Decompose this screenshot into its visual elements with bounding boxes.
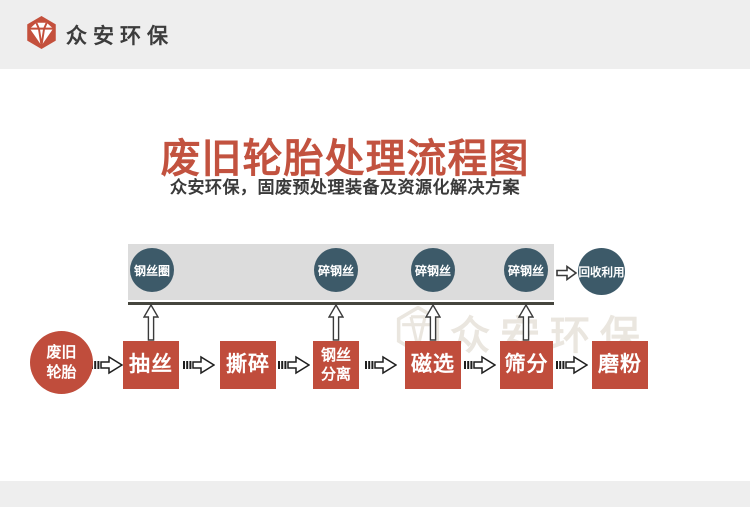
process-step: 筛分 (500, 341, 553, 389)
process-step-label: 磁选 (411, 353, 455, 377)
process-step-label: 抽丝 (129, 353, 173, 377)
page-subtitle: 众安环保，固废预处理装备及资源化解决方案 (170, 178, 520, 197)
brand-name: 众安环保 (66, 24, 174, 48)
source-label-line: 废旧 (46, 344, 77, 361)
flow-arrow-icon (278, 355, 311, 380)
byproduct-node: 碎钢丝 (314, 248, 358, 292)
process-step: 抽丝 (123, 341, 179, 389)
process-step-label: 撕碎 (226, 353, 270, 377)
page-title: 废旧轮胎处理流程图 (160, 137, 530, 181)
byproduct-label: 钢丝圈 (133, 263, 170, 278)
flow-arrow-icon (91, 355, 124, 380)
byproduct-node: 钢丝圈 (130, 248, 174, 292)
header-band (0, 0, 750, 69)
flow-arrow-icon (464, 355, 497, 380)
byproduct-label: 碎钢丝 (414, 263, 451, 278)
process-step: 钢丝 分离 (313, 341, 359, 389)
source-node: 废旧 轮胎 (30, 331, 93, 394)
byproduct-node: 碎钢丝 (504, 248, 548, 292)
recycle-node: 回收利用 (578, 248, 625, 295)
process-step: 磨粉 (592, 341, 648, 389)
double-arrow-icon (556, 264, 578, 286)
brand[interactable]: 众安环保 (25, 0, 174, 69)
flow-arrow-icon (556, 355, 589, 380)
byproduct-label: 碎钢丝 (507, 263, 544, 278)
flow-arrow-icon (365, 355, 398, 380)
process-step: 磁选 (405, 341, 461, 389)
process-step: 撕碎 (220, 341, 276, 389)
brand-logo-icon (25, 15, 58, 55)
footer-band (0, 481, 750, 507)
up-arrow-icon (424, 303, 442, 346)
process-step-label: 钢丝 (320, 346, 351, 364)
up-arrow-icon (517, 303, 535, 346)
recycle-label: 回收利用 (578, 266, 625, 279)
byproduct-node: 碎钢丝 (411, 248, 455, 292)
byproduct-label: 碎钢丝 (317, 263, 354, 278)
track-baseline (128, 302, 554, 305)
process-step-label: 磨粉 (598, 353, 642, 377)
flow-arrow-icon (183, 355, 216, 380)
source-label-line: 轮胎 (46, 363, 77, 381)
process-step-label: 分离 (320, 366, 351, 383)
process-step-label: 筛分 (504, 353, 549, 377)
up-arrow-icon (142, 303, 160, 346)
up-arrow-icon (327, 303, 345, 346)
